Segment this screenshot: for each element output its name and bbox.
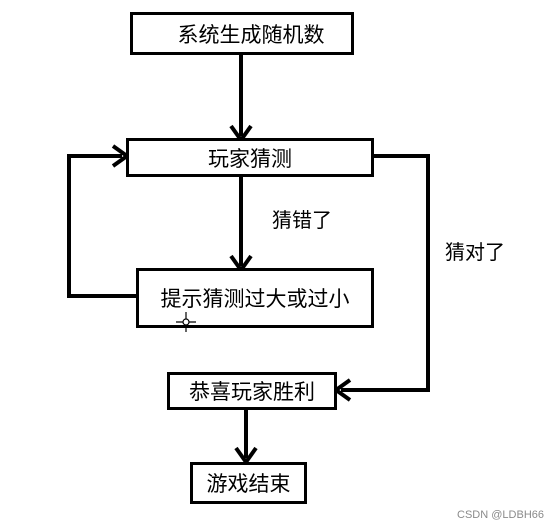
node-player-guess: 玩家猜测 [126, 138, 374, 177]
node-generate-random-number-label: 系统生成随机数 [177, 22, 325, 47]
node-hint-too-high-or-low-label: 提示猜测过大或过小 [160, 287, 350, 311]
node-player-guess-label: 玩家猜测 [208, 146, 292, 171]
edge-label-correct-guess: 猜对了 [445, 240, 505, 264]
crosshair-cursor-icon [176, 312, 196, 332]
node-game-over-label: 游戏结束 [206, 472, 291, 496]
node-hint-too-high-or-low: 提示猜测过大或过小 [136, 268, 374, 328]
watermark: CSDN @LDBH66 [457, 509, 544, 521]
node-game-over: 游戏结束 [190, 462, 307, 504]
edge-label-wrong-guess: 猜错了 [272, 208, 332, 232]
node-player-wins: 恭喜玩家胜利 [167, 372, 337, 410]
node-player-wins-label: 恭喜玩家胜利 [189, 380, 315, 404]
arrow-guess-to-win [341, 154, 430, 392]
node-generate-random-number: 系统生成随机数 [130, 12, 354, 55]
arrow-hint-back-to-guess [67, 154, 137, 298]
